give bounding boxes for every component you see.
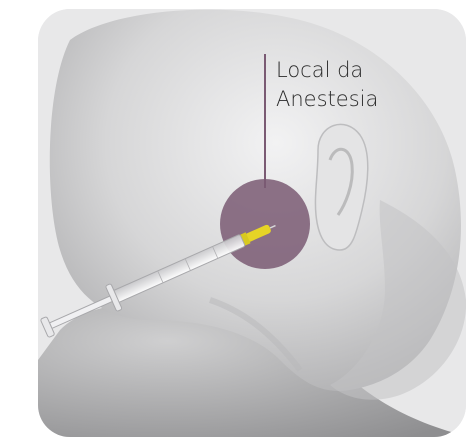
label-line-2: Anestesia <box>276 85 378 114</box>
label-line-1: Local da <box>276 56 378 85</box>
anesthesia-site-label: Local da Anestesia <box>276 56 378 114</box>
anesthesia-site-marker <box>220 179 310 269</box>
